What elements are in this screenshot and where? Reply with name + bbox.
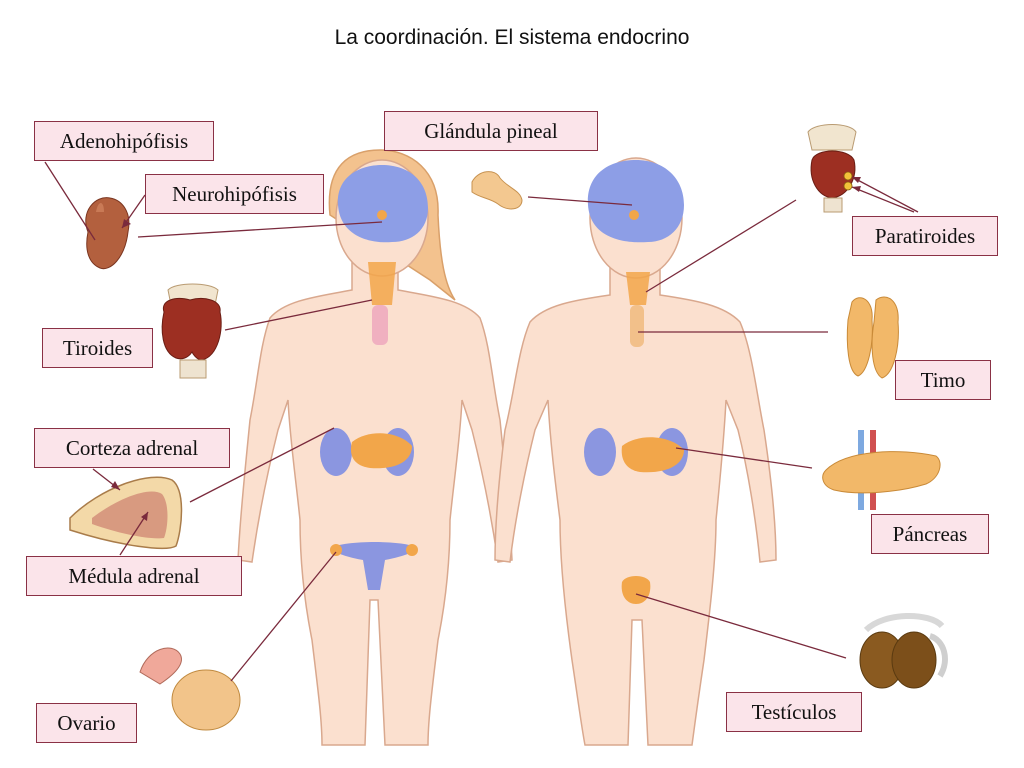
label-glandula-pineal: Glándula pineal bbox=[384, 111, 598, 151]
organ-pituitary bbox=[85, 197, 130, 270]
organ-pineal bbox=[471, 171, 523, 210]
organ-thymus bbox=[846, 296, 899, 379]
label-corteza-adrenal: Corteza adrenal bbox=[34, 428, 230, 468]
male-testes bbox=[621, 576, 651, 604]
male-figure bbox=[494, 157, 777, 746]
female-brain bbox=[337, 165, 428, 243]
label-adenohipofisis: Adenohipófisis bbox=[34, 121, 214, 161]
organ-testicles bbox=[859, 613, 948, 689]
label-paratiroides: Paratiroides bbox=[852, 216, 998, 256]
organ-ovary bbox=[139, 647, 241, 731]
organ-parathyroid bbox=[807, 124, 857, 213]
organ-pancreas bbox=[822, 430, 941, 510]
label-pancreas: Páncreas bbox=[871, 514, 989, 554]
label-timo: Timo bbox=[895, 360, 991, 400]
male-brain bbox=[587, 160, 684, 243]
label-tiroides: Tiroides bbox=[42, 328, 153, 368]
organ-thyroid bbox=[161, 283, 222, 379]
leader-lines bbox=[44, 161, 919, 682]
organ-adrenal bbox=[69, 476, 183, 550]
female-uterus bbox=[330, 542, 418, 590]
label-testiculos: Testículos bbox=[726, 692, 862, 732]
female-figure bbox=[237, 149, 513, 746]
label-neurohipofisis: Neurohipófisis bbox=[145, 174, 324, 214]
male-body bbox=[494, 261, 777, 746]
page-title: La coordinación. El sistema endocrino bbox=[334, 26, 690, 49]
label-medula-adrenal: Médula adrenal bbox=[26, 556, 242, 596]
label-ovario: Ovario bbox=[36, 703, 137, 743]
